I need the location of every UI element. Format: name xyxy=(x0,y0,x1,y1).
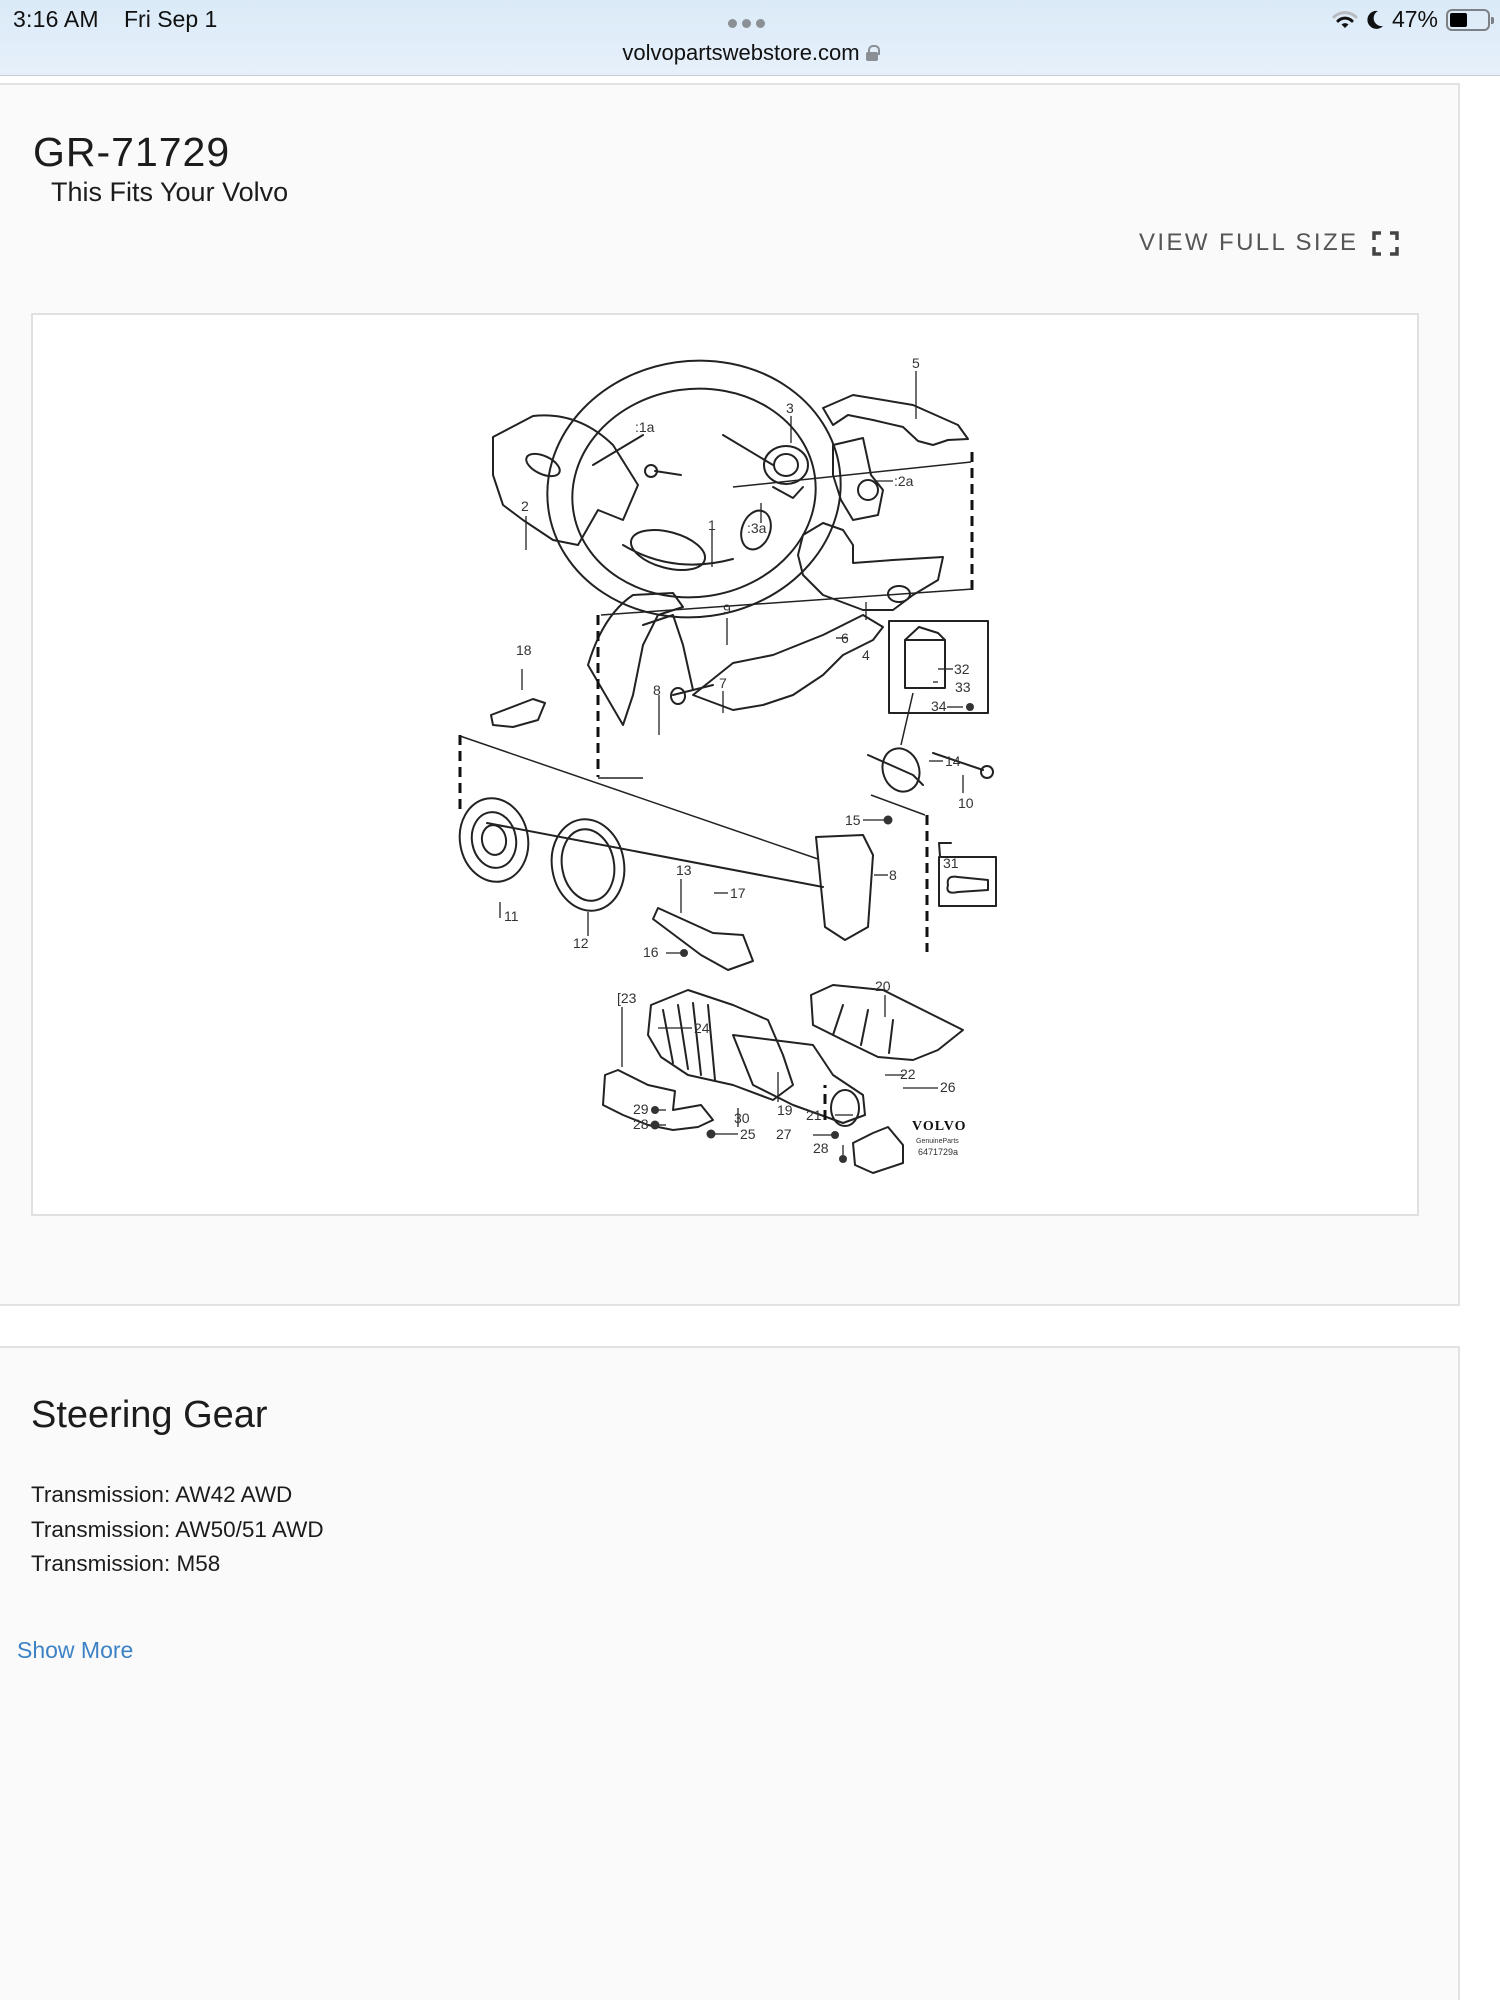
svg-text:18: 18 xyxy=(516,642,532,658)
svg-text:28: 28 xyxy=(633,1116,649,1132)
svg-text:2: 2 xyxy=(521,498,529,514)
battery-percent: 47% xyxy=(1391,6,1438,32)
svg-text:11: 11 xyxy=(504,908,519,924)
battery-icon xyxy=(1446,8,1494,31)
svg-text:5: 5 xyxy=(912,355,920,371)
svg-text::2a: :2a xyxy=(894,473,914,489)
svg-text:10: 10 xyxy=(958,795,974,811)
volvo-logo: VOLVO xyxy=(912,1119,967,1134)
svg-text::3a: :3a xyxy=(747,520,767,536)
svg-text:12: 12 xyxy=(573,935,589,951)
status-date: Fri Sep 1 xyxy=(124,6,218,32)
view-full-size-button[interactable]: VIEW FULL SIZE xyxy=(1139,229,1400,257)
svg-text:20: 20 xyxy=(875,978,891,994)
moon-icon xyxy=(1367,10,1383,29)
status-bar: 3:16 AM Fri Sep 1 volvopartswebstore.com… xyxy=(0,0,1500,76)
svg-text::1a: :1a xyxy=(635,419,655,435)
svg-text:26: 26 xyxy=(940,1079,956,1095)
svg-text:6: 6 xyxy=(841,630,849,646)
lock-icon xyxy=(865,45,880,61)
spec-list: Transmission: AW42 AWD Transmission: AW5… xyxy=(31,1478,324,1582)
view-full-size-label: VIEW FULL SIZE xyxy=(1139,229,1359,256)
section-title: Steering Gear xyxy=(31,1394,268,1436)
svg-text:33: 33 xyxy=(955,679,971,695)
svg-text:15: 15 xyxy=(845,812,861,828)
spec-item: Transmission: AW42 AWD xyxy=(31,1482,293,1507)
spec-item: Transmission: AW50/51 AWD xyxy=(31,1516,324,1542)
svg-text:13: 13 xyxy=(676,862,692,878)
part-details-card: Steering Gear Transmission: AW42 AWD Tra… xyxy=(0,1346,1460,2000)
svg-text:17: 17 xyxy=(730,885,746,901)
status-indicators: 47% xyxy=(1332,6,1494,33)
svg-text:22: 22 xyxy=(900,1066,916,1082)
svg-text:9: 9 xyxy=(723,601,731,617)
status-time: 3:16 AM xyxy=(13,6,99,32)
svg-text:31: 31 xyxy=(943,855,959,871)
url-text: volvopartswebstore.com xyxy=(622,40,860,65)
svg-text:29: 29 xyxy=(633,1101,649,1117)
steering-column-diagram: :1a 2 1 3 5 :2a :3a 9 6 4 32 33 34 18 8 … xyxy=(458,355,997,1174)
svg-text:[23: [23 xyxy=(617,990,637,1006)
svg-text:30: 30 xyxy=(734,1110,750,1126)
part-number-title: GR-71729 xyxy=(33,129,231,175)
parts-diagram[interactable]: :1a 2 1 3 5 :2a :3a 9 6 4 32 33 34 18 8 … xyxy=(31,313,1419,1216)
svg-text:14: 14 xyxy=(945,753,961,769)
svg-text:32: 32 xyxy=(954,661,970,677)
fitment-text: This Fits Your Volvo xyxy=(51,177,289,207)
svg-text:1: 1 xyxy=(708,517,716,533)
wifi-icon xyxy=(1332,10,1358,28)
svg-text:3: 3 xyxy=(786,400,794,416)
svg-text:34: 34 xyxy=(931,698,947,714)
spec-item: Transmission: M58 xyxy=(31,1551,221,1576)
address-bar[interactable]: volvopartswebstore.com xyxy=(0,40,1500,66)
svg-text:27: 27 xyxy=(776,1126,792,1142)
svg-text:24: 24 xyxy=(694,1020,710,1036)
more-dots-icon[interactable] xyxy=(728,19,765,28)
svg-text:25: 25 xyxy=(740,1126,756,1142)
svg-text:28: 28 xyxy=(813,1140,829,1156)
svg-text:21: 21 xyxy=(806,1107,822,1123)
expand-icon xyxy=(1372,230,1400,256)
genuine-parts-text: GenuineParts xyxy=(916,1138,959,1145)
show-more-link[interactable]: Show More xyxy=(17,1637,134,1663)
svg-text:4: 4 xyxy=(862,647,870,663)
svg-text:16: 16 xyxy=(643,944,659,960)
svg-text:7: 7 xyxy=(719,675,727,691)
svg-text:19: 19 xyxy=(777,1102,793,1118)
part-diagram-card: GR-71729 This Fits Your Volvo VIEW FULL … xyxy=(0,83,1460,1306)
svg-text:8: 8 xyxy=(889,867,897,883)
diagram-code: 6471729a xyxy=(918,1147,958,1157)
svg-text:8: 8 xyxy=(653,682,661,698)
